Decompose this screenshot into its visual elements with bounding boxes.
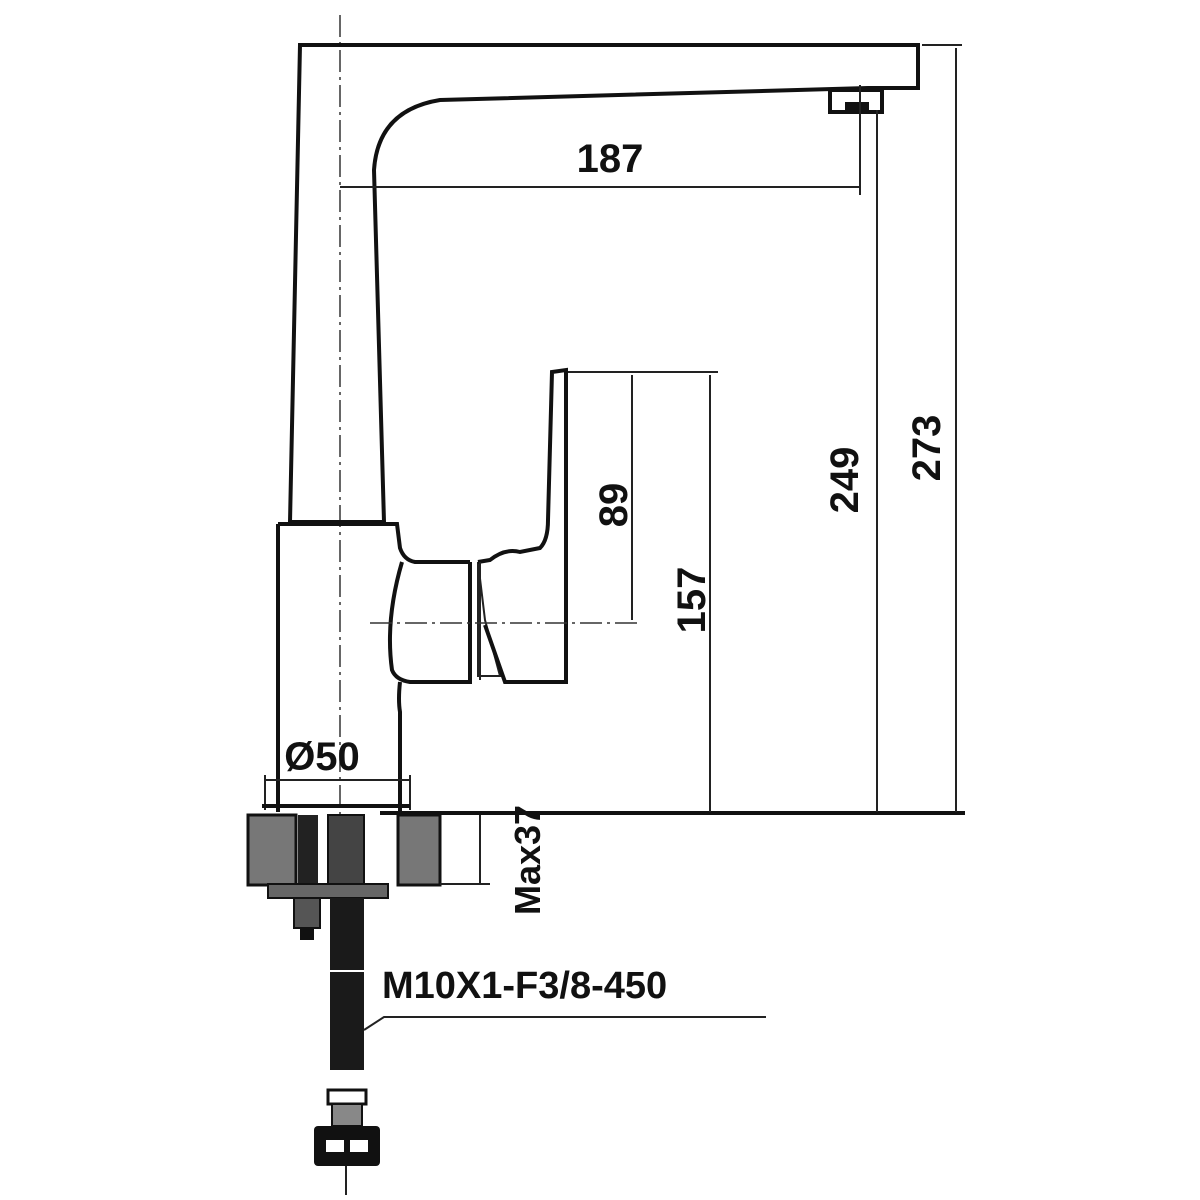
dimension-max37-label: Max37: [507, 805, 548, 915]
dimension-diameter: Ø50: [264, 735, 411, 810]
dimension-187: 187: [340, 85, 861, 195]
dimension-diameter-label: Ø50: [284, 735, 360, 779]
dimension-89: 89: [568, 371, 640, 620]
mounting-assembly: [246, 804, 442, 940]
countertop-section-left: [246, 813, 298, 887]
dimension-273-label: 273: [905, 415, 949, 482]
dimension-89-label: 89: [592, 483, 636, 528]
countertop-section-right: [396, 813, 442, 887]
dimension-249-label: 249: [823, 447, 867, 514]
flexible-hose: [314, 898, 380, 1195]
dimension-157: 157: [640, 371, 718, 812]
dimension-187-label: 187: [577, 137, 644, 181]
dimension-273: 273: [905, 44, 962, 812]
hose-callout: M10X1-F3/8-450: [363, 965, 766, 1031]
dimension-249: 249: [823, 110, 878, 812]
base-body: [276, 367, 568, 812]
spout-body: [287, 43, 920, 524]
hose-spec-label: M10X1-F3/8-450: [382, 965, 667, 1007]
dimension-157-label: 157: [670, 567, 714, 634]
dimension-max37: Max37: [440, 805, 548, 915]
